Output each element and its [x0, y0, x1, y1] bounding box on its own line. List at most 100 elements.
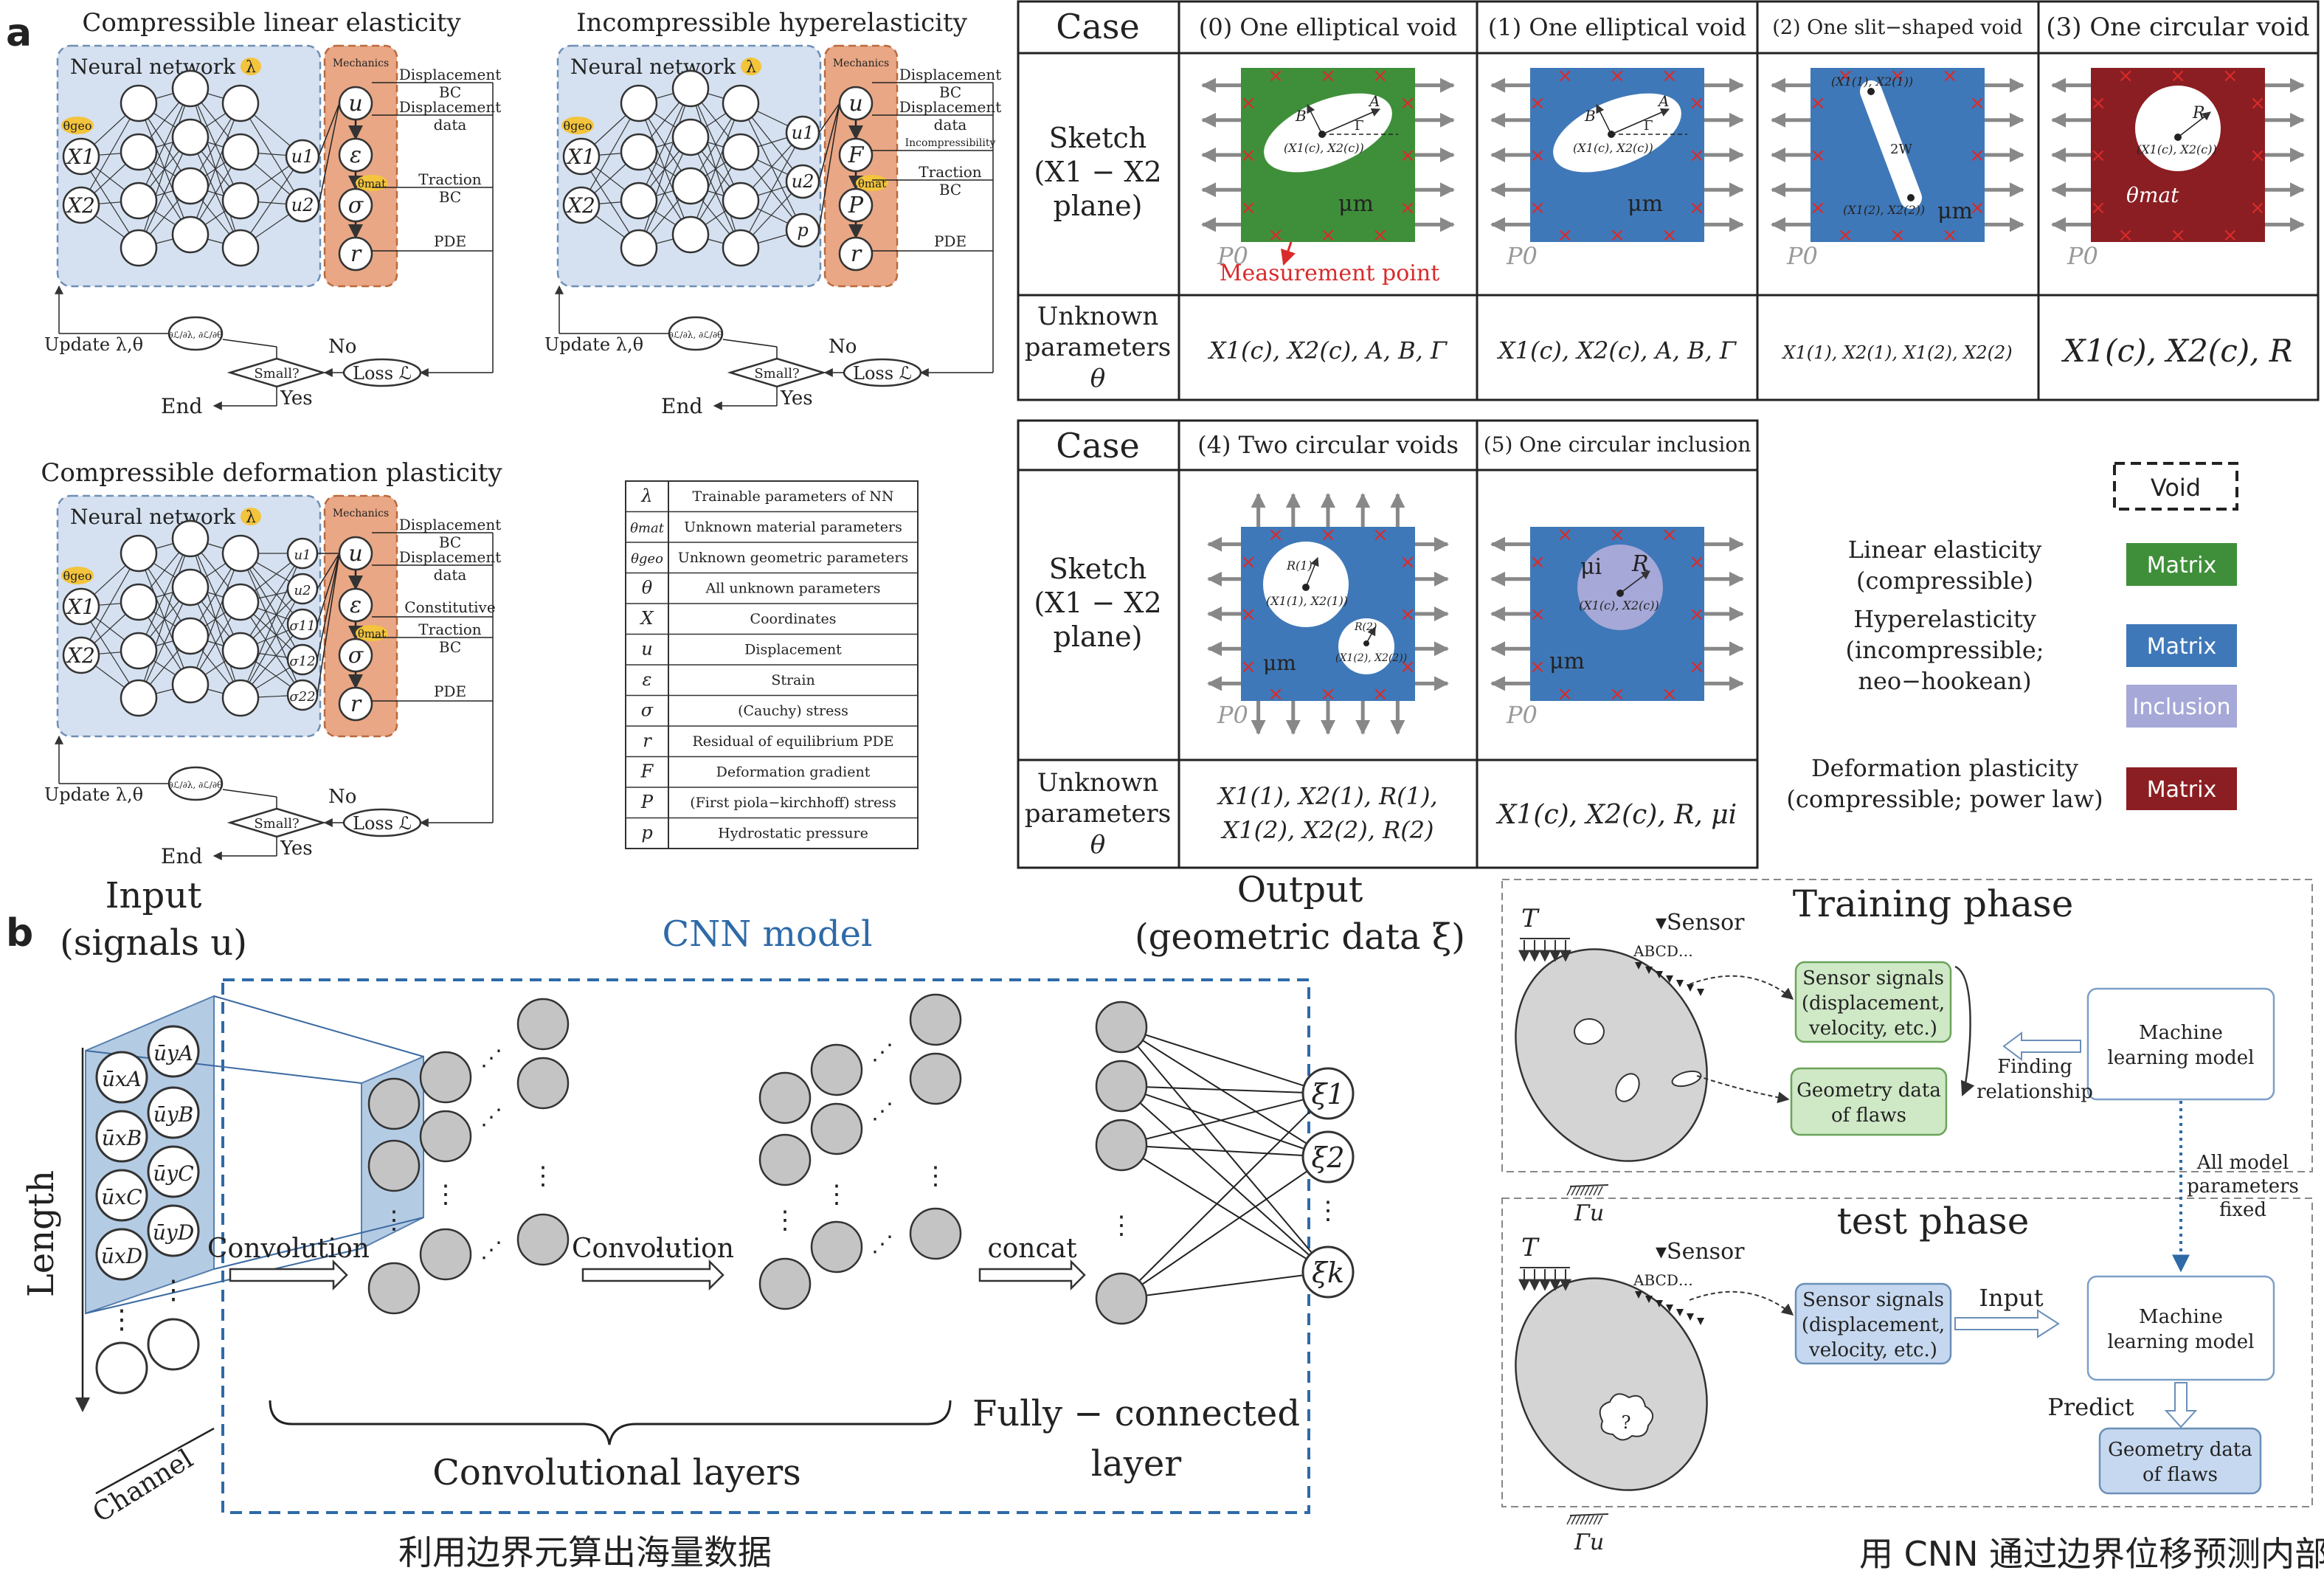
traction-label: T: [1521, 904, 1540, 933]
hidden-node-1: [722, 182, 760, 220]
mech-label-0: Mechanics: [333, 58, 389, 69]
signal-label-2: ūxB: [102, 1126, 142, 1150]
conv1-node: [516, 1057, 570, 1110]
signal-label-6: ūxD: [101, 1244, 142, 1268]
case-5-params: X1(c), X2(c), R, μi: [1495, 800, 1737, 830]
mech-node-1-3: [838, 236, 874, 272]
hidden-node-0: [120, 133, 158, 171]
red-x-marker: ×: [1609, 224, 1625, 246]
red-x-marker: ×: [1557, 524, 1573, 546]
conv-layers-label: Convolutional layers: [432, 1452, 801, 1493]
red-x-marker: ×: [2222, 65, 2238, 87]
case-4-title: (4) Two circular voids: [1197, 431, 1459, 459]
sensor-marker: [1635, 962, 1642, 970]
no-label-0: No: [328, 336, 356, 358]
test-sensor-signals-text-2: velocity, etc.): [1808, 1339, 1937, 1361]
hidden-node-0: [171, 167, 210, 205]
mech-node-1-1: [838, 137, 874, 173]
hidden-node-1: [671, 118, 710, 156]
mech-node-label: u: [348, 91, 362, 117]
measurement-point-label: Measurement point: [1220, 260, 1440, 286]
diagonal-ellipsis: ⋰: [871, 1231, 893, 1257]
yes-label-2: Yes: [280, 837, 313, 860]
input-node-label: X2: [66, 643, 95, 668]
sensor-marker: [1635, 1291, 1642, 1299]
red-x-marker: ×: [1529, 604, 1546, 626]
red-x-marker: ×: [1320, 224, 1336, 246]
signal-node-1: [147, 1025, 200, 1078]
symbol-desc-8: Residual of equilibrium PDE: [692, 733, 893, 750]
red-x-marker: ×: [2117, 65, 2134, 87]
finding-arrow: [2002, 1032, 2081, 1061]
fc-layer-label-2: layer: [1091, 1443, 1181, 1485]
symbol-11: p: [641, 823, 652, 843]
theta-geo-badge-1: [561, 117, 594, 134]
legend-linear-2: (compressible): [1856, 567, 2033, 595]
case-4-params-2: X1(2), X2(2), R(2): [1220, 816, 1434, 844]
hidden-node-0: [171, 118, 210, 156]
red-x-marker: ×: [1240, 604, 1256, 626]
relationship-arrow: [1954, 965, 1975, 1096]
nn-label-1: Neural network: [570, 55, 736, 79]
hidden-node-2: [120, 534, 158, 573]
hidden-node-1: [671, 167, 710, 205]
input-node-label: X2: [66, 193, 95, 218]
update-label-1: Update λ,θ: [544, 334, 643, 355]
flaw: [1615, 1073, 1640, 1102]
legend-hyper-1: Hyperelasticity: [1853, 605, 2036, 633]
signal-node-5: [147, 1145, 200, 1198]
test-geometry-data-text-0: Geometry data: [2108, 1439, 2252, 1461]
angle-gamma: Γ: [1644, 118, 1653, 134]
sensor-marker: [1656, 1300, 1663, 1307]
right-label-2-1: data: [434, 566, 467, 584]
sensor-marker: [1687, 1313, 1694, 1321]
train-ml-model-text-0: Machine: [2139, 1022, 2223, 1044]
fc-node: [1095, 1272, 1148, 1325]
predict-label: Predict: [2047, 1393, 2134, 1421]
red-x-marker: ×: [1400, 145, 1416, 167]
input-node-1-0: [562, 137, 601, 176]
case-5-title: (5) One circular inclusion: [1484, 432, 1751, 457]
hidden-node-0: [221, 84, 260, 122]
symbol-4: X: [639, 608, 654, 629]
train-geometry-data-text-0: Geometry data: [1796, 1079, 1941, 1102]
output-label-0: ξ1: [1311, 1078, 1344, 1110]
train-sensor-signals: [1794, 961, 1952, 1043]
sensor-label: ▾Sensor: [1656, 1239, 1745, 1265]
conv1-node: [419, 1228, 472, 1281]
hidden-node-1: [722, 229, 760, 267]
unknown-label-2: parameters: [1025, 333, 1171, 362]
test-sensor-arrow: [1689, 1290, 1794, 1316]
red-x-marker: ×: [1240, 197, 1256, 219]
output-node-0: [1301, 1067, 1355, 1120]
fc-node: [1095, 1060, 1148, 1113]
grad-label-0: ∂ℒ/∂λ, ∂ℒ/∂θ: [169, 330, 223, 340]
cnn-diagram: Input (signals u) CNN model Output (geom…: [21, 869, 1465, 1572]
red-x-marker: ×: [2090, 145, 2106, 167]
train-sensor-signals-text-0: Sensor signals: [1802, 967, 1944, 989]
red-x-marker: ×: [1969, 92, 1985, 114]
red-x-marker: ×: [1689, 604, 1705, 626]
lambda-label-1: λ: [746, 58, 756, 77]
case-1-params: X1(c), X2(c), A, B, Γ: [1496, 336, 1737, 364]
red-x-marker: ×: [1661, 224, 1678, 246]
case-2-params: X1(1), X2(1), X1(2), X2(2): [1781, 342, 2012, 363]
symbol-0: λ: [640, 485, 652, 506]
hidden-node-2: [221, 679, 260, 717]
output-node-label: u2: [294, 583, 311, 598]
flaw: [1671, 1070, 1702, 1088]
symbol-desc-5: Displacement: [744, 642, 842, 658]
red-x-marker: ×: [1689, 656, 1705, 678]
output-node-1: [1301, 1130, 1355, 1183]
fixed-label-1: parameters: [2187, 1175, 2299, 1198]
mech-node-label: ε: [350, 142, 362, 168]
case-3-title: (3) One circular void: [2046, 13, 2309, 42]
axis-B: B: [1295, 107, 1307, 125]
signal-label-7: ūyD: [153, 1220, 194, 1245]
theta-geo-badge-2: [61, 567, 94, 584]
legend-plastic-2: (compressible; power law): [1786, 785, 2103, 813]
loss-label-1: Loss ℒ: [853, 363, 912, 384]
